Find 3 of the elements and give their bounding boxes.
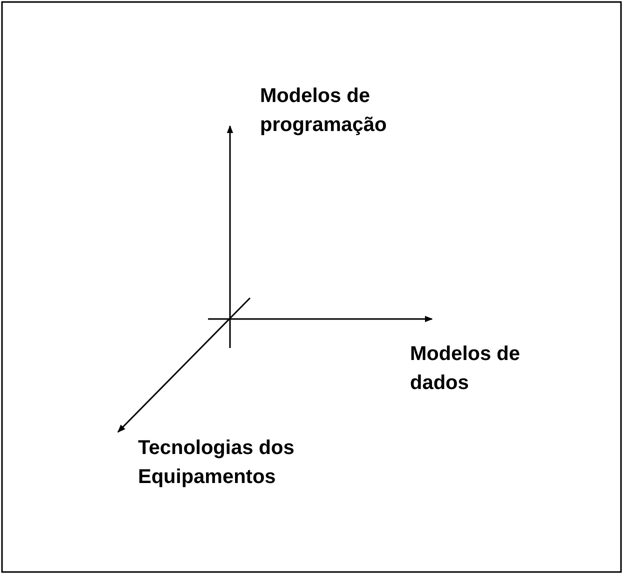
axis-label: Tecnologias dos Equipamentos: [138, 436, 296, 490]
axis-label: Modelos de dados: [410, 342, 522, 396]
axis-label: Modelos de programação: [260, 84, 388, 138]
